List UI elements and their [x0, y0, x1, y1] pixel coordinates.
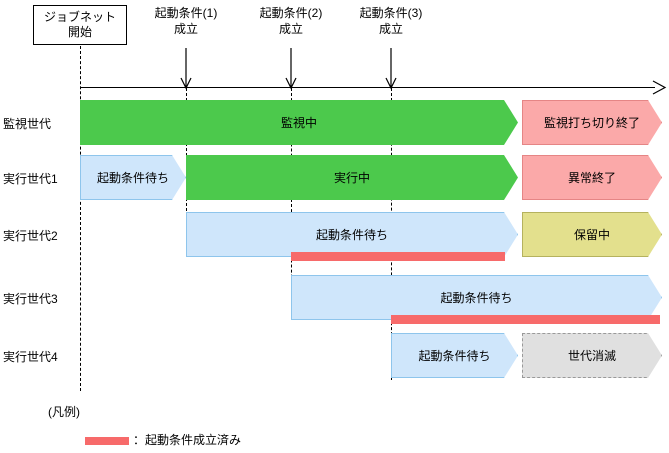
trigger-caption-2-line1: 起動条件(2) [259, 6, 323, 20]
bar-gen1-abnormal-end-label: 異常終了 [567, 171, 616, 185]
row-label-execution-generation-2: 実行世代2 [3, 229, 58, 243]
guide-line-trigger-2 [291, 88, 292, 318]
jobnet-start-line1: ジョブネット [43, 10, 116, 24]
red-bar-gen2-condition-met [291, 252, 505, 261]
bar-gen4-generation-vanished: 世代消滅 [522, 333, 662, 378]
jobnet-start-box: ジョブネット 開始 [33, 5, 127, 45]
bar-gen1-running-label: 実行中 [333, 171, 370, 185]
row-label-execution-generation-1: 実行世代1 [3, 172, 58, 186]
bar-gen4-waiting-trigger: 起動条件待ち [391, 333, 518, 378]
bar-monitor-cutoff-end-label: 監視打ち切り終了 [543, 116, 640, 130]
trigger-caption-1: 起動条件(1) 成立 [126, 5, 246, 37]
bar-gen2-on-hold: 保留中 [522, 212, 662, 257]
row-label-execution-generation-4: 実行世代4 [3, 350, 58, 364]
trigger-down-arrow-1-icon [180, 48, 192, 90]
guide-line-jobnet-start [80, 46, 81, 391]
bar-monitoring-label: 監視中 [280, 116, 317, 130]
bar-gen2-waiting-trigger: 起動条件待ち [186, 212, 518, 257]
bar-gen1-running: 実行中 [186, 155, 518, 200]
trigger-down-arrow-2-icon [285, 48, 297, 90]
trigger-down-arrow-3-icon [385, 48, 397, 90]
bar-gen1-waiting-trigger: 起動条件待ち [80, 155, 186, 200]
trigger-caption-1-line1: 起動条件(1) [154, 6, 218, 20]
legend-swatch-condition-met [85, 437, 129, 445]
bar-gen4-generation-vanished-label: 世代消滅 [567, 349, 616, 363]
legend-title: (凡例) [48, 405, 80, 419]
time-axis-arrow-icon [652, 80, 667, 95]
legend-text-condition-met: ：起動条件成立済み [133, 433, 242, 447]
trigger-caption-2-line2: 成立 [278, 22, 303, 36]
bar-monitor-cutoff-end: 監視打ち切り終了 [522, 100, 662, 145]
bar-monitoring: 監視中 [80, 100, 518, 145]
row-label-execution-generation-3: 実行世代3 [3, 292, 58, 306]
bar-gen1-abnormal-end: 異常終了 [522, 155, 662, 200]
bar-gen1-waiting-trigger-label: 起動条件待ち [96, 171, 169, 185]
bar-gen3-waiting-trigger-label: 起動条件待ち [440, 291, 513, 305]
trigger-caption-1-line2: 成立 [173, 22, 198, 36]
trigger-caption-3-line1: 起動条件(3) [359, 6, 423, 20]
trigger-caption-3-line2: 成立 [378, 22, 403, 36]
time-axis-line [80, 87, 655, 88]
trigger-caption-3: 起動条件(3) 成立 [331, 5, 451, 37]
red-bar-gen3-condition-met [391, 315, 660, 324]
bar-gen2-waiting-trigger-label: 起動条件待ち [315, 228, 388, 242]
trigger-caption-2: 起動条件(2) 成立 [231, 5, 351, 37]
jobnet-start-line2: 開始 [67, 25, 92, 39]
bar-gen4-waiting-trigger-label: 起動条件待ち [418, 349, 491, 363]
bar-gen2-on-hold-label: 保留中 [573, 228, 610, 242]
bar-gen3-waiting-trigger: 起動条件待ち [291, 275, 662, 320]
row-label-monitoring-generation: 監視世代 [3, 117, 52, 131]
